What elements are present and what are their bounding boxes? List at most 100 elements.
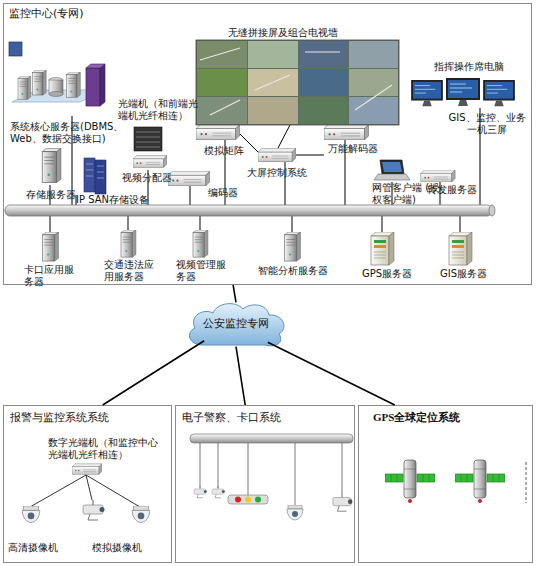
core-server-cluster: [12, 64, 105, 106]
device-label: GIS、监控、业务 一机三屏: [443, 112, 531, 136]
video-wall-part: [349, 97, 398, 124]
device-box-part: [168, 171, 210, 186]
device-label: 视频分配器: [122, 172, 182, 184]
laptop-part: [374, 174, 410, 180]
node-title: 电子警察、卡口系统: [182, 411, 348, 424]
device-label: 智能分析服务器: [258, 265, 338, 277]
network-bus-part: [489, 205, 495, 216]
command-monitors: [411, 78, 515, 106]
node-title: 报警与监控系统系统: [10, 411, 165, 424]
core-server-cluster-part: [67, 72, 81, 97]
traffic-subsystem-devices-part: [194, 486, 207, 498]
device-label: GIS服务器: [440, 268, 502, 280]
gps-satellites-part: [526, 462, 527, 503]
video-wall-part: [197, 69, 247, 96]
ip-san-storage: [84, 158, 106, 194]
device-label: IP SAN存储设备: [76, 194, 166, 206]
ip-san-storage-part: [84, 158, 95, 192]
device-box-part: [421, 170, 455, 182]
network-link: [268, 342, 395, 405]
optical-transceiver-rack: [134, 127, 162, 151]
device-label: 系统核心服务器(DBMS、 Web、数据交换接口): [10, 121, 128, 145]
device-box-part: [258, 148, 296, 161]
video-wall-part: [248, 41, 298, 68]
traffic-subsystem-devices-part: [212, 486, 225, 498]
core-server-cluster-part: [18, 76, 31, 99]
wire-part: [50, 216, 460, 232]
video-wall-part: [197, 97, 247, 124]
device-label: GPS服务器: [362, 268, 424, 280]
alarm-subsystem-devices-part: [132, 506, 150, 523]
storage-server-part: [42, 148, 61, 182]
subsystem-box: 报警与监控系统系统: [3, 405, 172, 563]
traffic-subsystem-devices-part: [235, 497, 241, 503]
subsystem-box: GPS全球定位系统: [358, 405, 533, 563]
node-title: 公安监控专网: [203, 317, 269, 330]
device-label: 交通违法应 用服务器: [104, 259, 160, 283]
node-title: GPS全球定位系统: [373, 411, 518, 424]
video-wall-part: [349, 41, 398, 68]
device-label: 指挥操作席电脑: [434, 61, 519, 73]
network-link: [233, 285, 236, 302]
ip-san-storage-part: [86, 164, 104, 178]
network-cloud: 公安监控专网: [183, 300, 289, 348]
alarm-subsystem-devices-part: [22, 506, 40, 523]
alarm-subsystem-devices-part: [83, 500, 105, 520]
device-label: 模拟摄像机: [92, 542, 148, 554]
device-label: 视频管理服 务器: [176, 259, 232, 283]
laptop-part: [382, 162, 402, 172]
server-tower-part: [43, 232, 59, 261]
optical-transceiver-rack-part: [134, 127, 162, 151]
alarm-subsystem-devices-part: [30, 475, 140, 507]
network-link: [236, 347, 245, 405]
device-label: 数字光端机（和监控中心 光端机光纤相连）: [48, 437, 166, 461]
network-link: [103, 341, 204, 405]
device-label: 大屏控制系统: [247, 167, 322, 179]
device-box-part: [324, 124, 369, 140]
node-title: 监控中心(专网): [9, 7, 526, 20]
video-wall-part: [299, 41, 348, 68]
device-label: 卡口应用服 务器: [24, 264, 80, 288]
device-label: 编码器: [208, 187, 248, 199]
video-wall-part: [197, 41, 247, 68]
ups-icon: [9, 42, 22, 56]
gps-satellites: [385, 460, 526, 503]
traffic-subsystem-devices-part: [245, 497, 251, 503]
command-monitors-part: [446, 78, 480, 106]
traffic-subsystem-devices-part: [287, 505, 303, 520]
storage-server: [42, 148, 61, 182]
alarm-subsystem-devices: [22, 464, 150, 523]
server-tower-part: [371, 232, 394, 265]
network-bus-part: [5, 205, 492, 216]
core-server-cluster-part: [86, 68, 100, 106]
device-box-part: [133, 156, 167, 168]
device-box: [133, 124, 455, 186]
server-tower-part: [285, 232, 301, 261]
traffic-subsystem-devices-part: [333, 493, 353, 511]
video-wall-part: [248, 97, 298, 124]
traffic-subsystem-devices: [190, 434, 353, 520]
device-label: 万能解码器: [328, 143, 388, 155]
video-wall-part: [299, 97, 348, 124]
server-tower-part: [193, 230, 208, 257]
traffic-subsystem-devices-part: [190, 434, 353, 443]
core-server-cluster-part: [33, 70, 47, 95]
gps-satellites-part: [385, 460, 435, 503]
video-wall-part: [349, 69, 398, 96]
core-server-cluster-part: [100, 64, 105, 106]
device-box-part: [196, 124, 240, 139]
command-monitors-part: [483, 80, 515, 106]
device-label: 光端机（和前端光 端机光纤相连）: [118, 98, 206, 122]
ip-san-storage-part: [95, 160, 106, 194]
core-server-cluster-part: [49, 92, 63, 97]
laptop-part: [380, 160, 404, 174]
server-tower-part: [449, 232, 472, 265]
ups-icon-part: [9, 42, 22, 56]
traffic-subsystem-devices-part: [228, 495, 268, 504]
device-label: 无缝拼接屏及组合电视墙: [228, 27, 358, 39]
subsystem-box: 电子警察、卡口系统: [175, 405, 355, 563]
command-monitors-part: [411, 80, 443, 106]
